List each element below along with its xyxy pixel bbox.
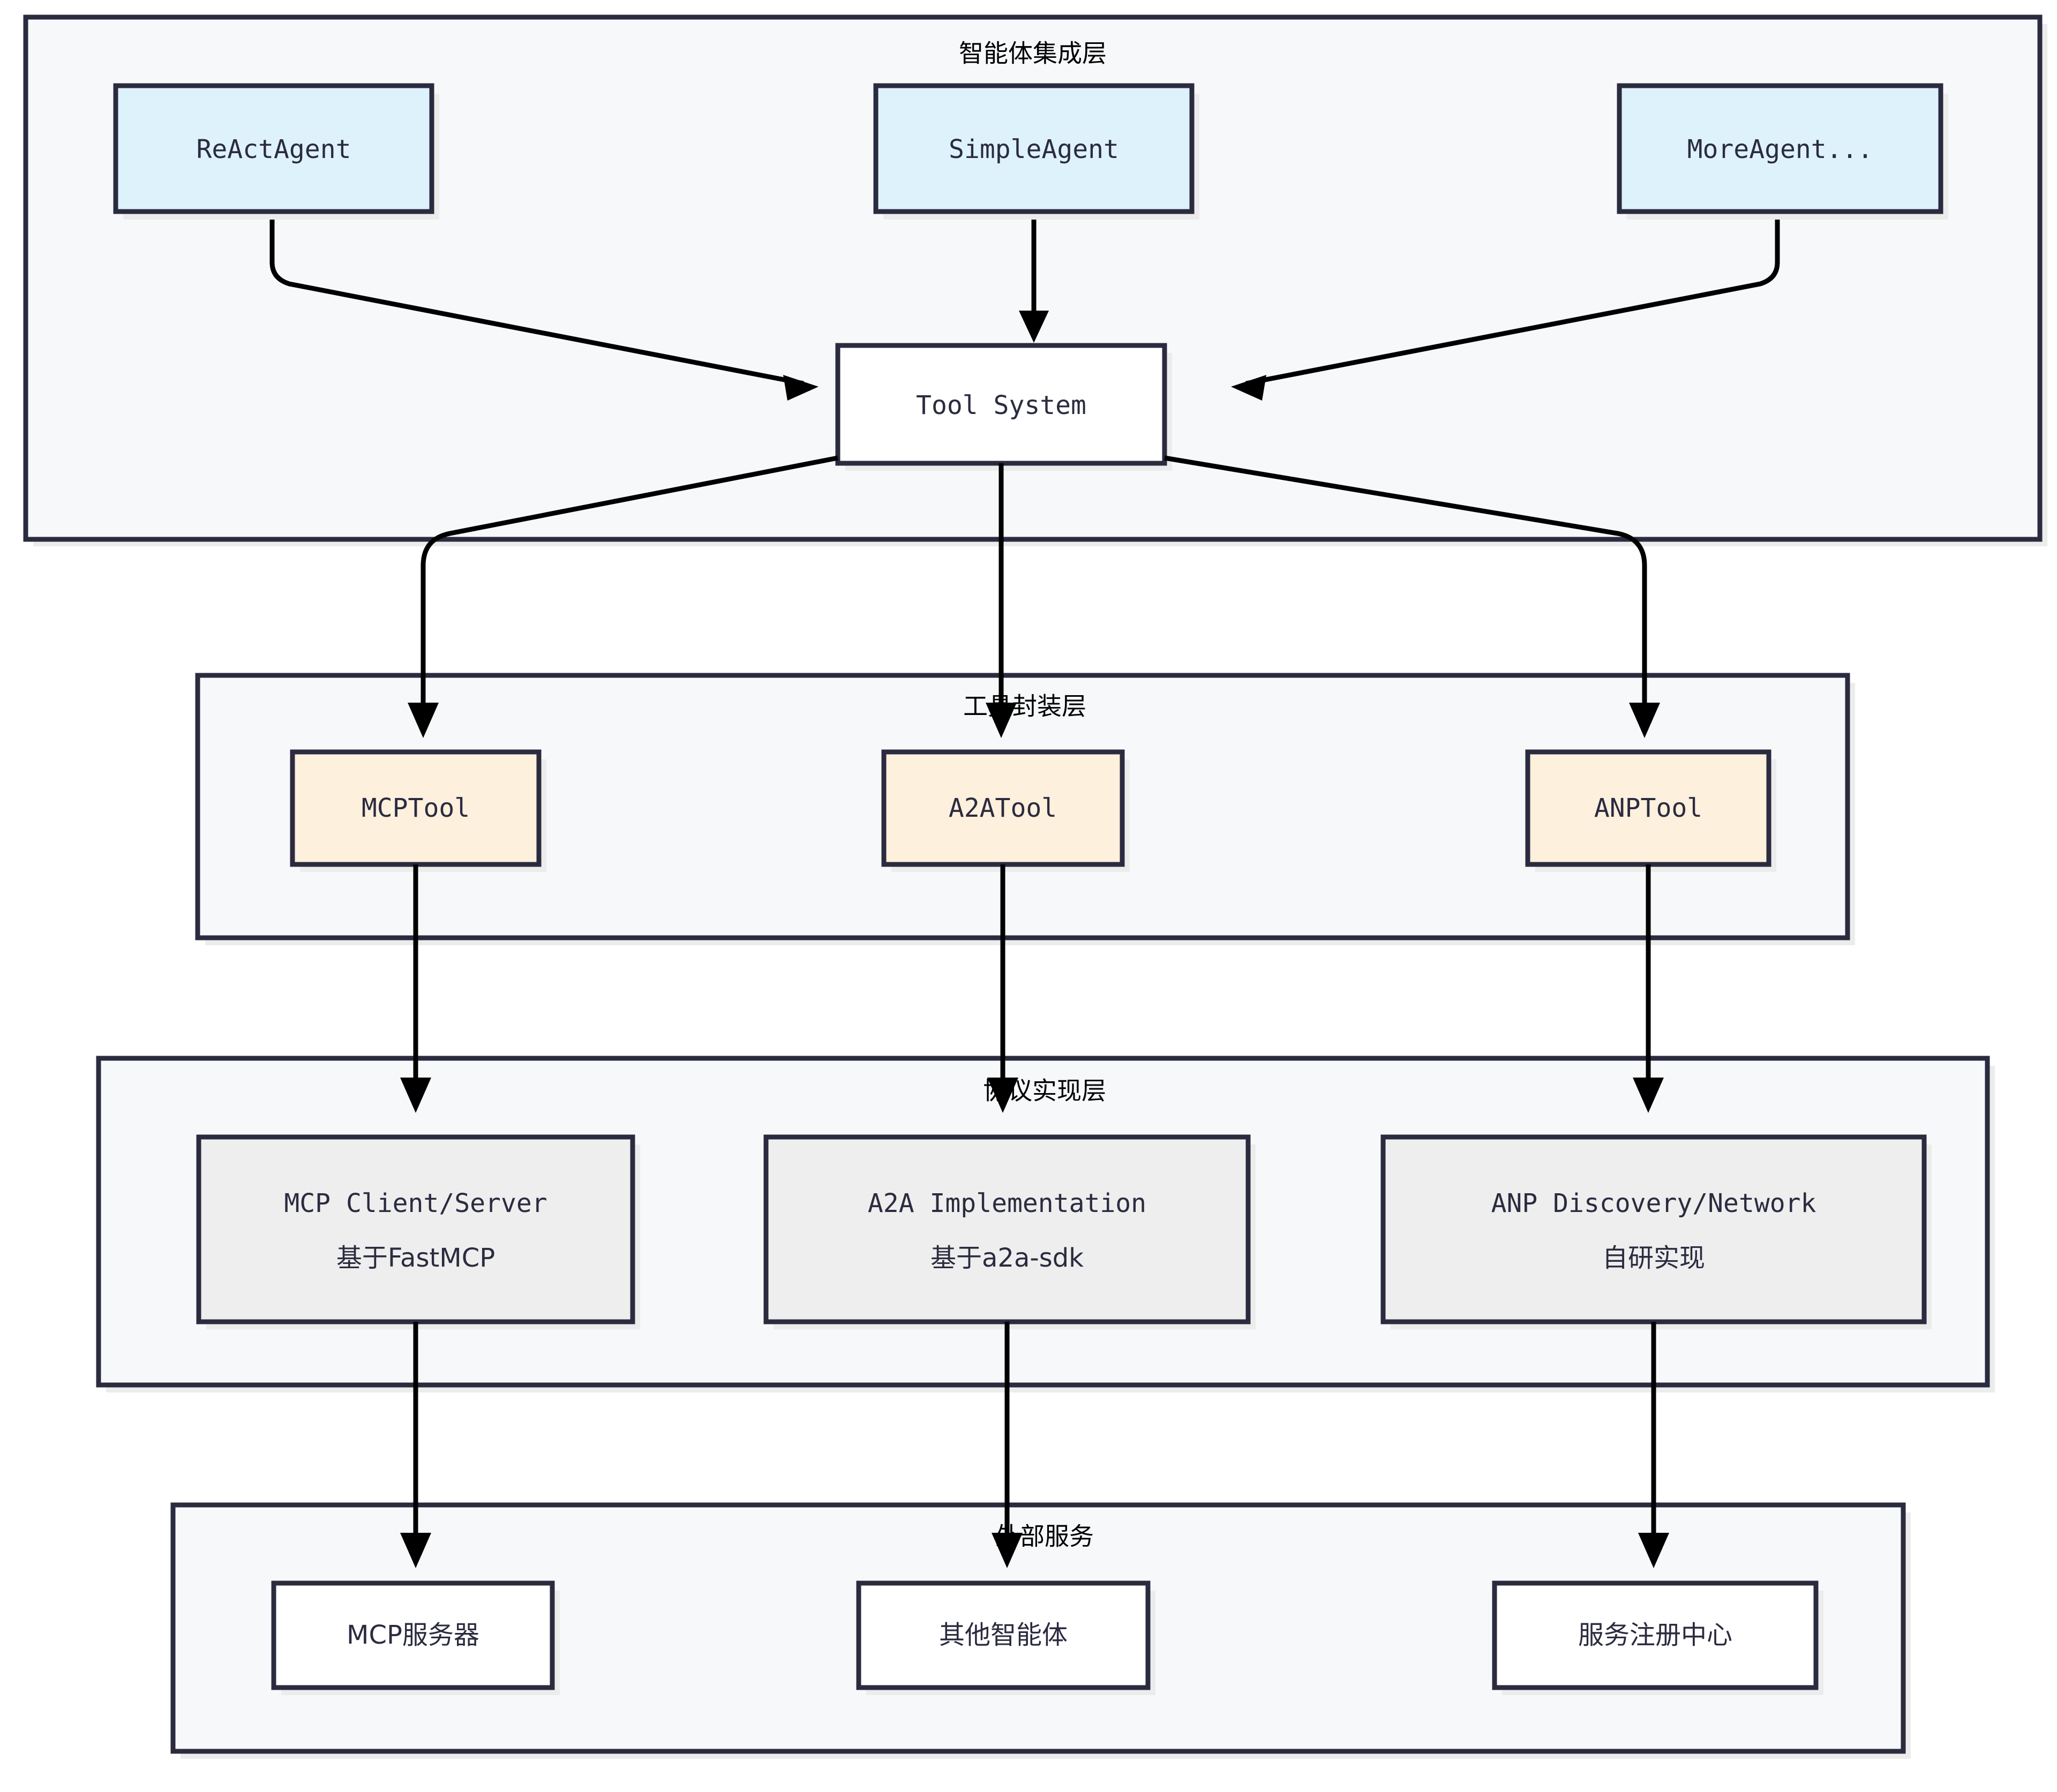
node-mcp-server-label: MCP服务器: [347, 1620, 479, 1650]
node-anp-tool-label: ANPTool: [1594, 793, 1702, 823]
edge-tool-system-to-a2a-tool-arrowhead: [986, 703, 1017, 738]
edges-tool-system-to-wrappers: [408, 455, 1660, 738]
node-more-agent[interactable]: MoreAgent...: [1617, 83, 1948, 220]
edge-anp-tool-to-anp-impl-arrowhead: [1633, 1078, 1664, 1113]
node-registry[interactable]: 服务注册中心: [1492, 1580, 1823, 1695]
node-mcp-server[interactable]: MCP服务器: [271, 1580, 560, 1695]
node-anp-impl[interactable]: ANP Discovery/Network 自研实现: [1380, 1134, 1932, 1329]
edge-tool-system-to-anp-tool-arrowhead: [1629, 703, 1660, 738]
node-more-agent-rect[interactable]: [1617, 83, 1943, 214]
node-mcp-impl-label-line1: MCP Client/Server: [284, 1188, 547, 1218]
node-simple-agent-rect[interactable]: [873, 83, 1195, 214]
node-mcp-impl[interactable]: MCP Client/Server 基于FastMCP: [196, 1134, 640, 1329]
edge-a2a-tool-to-a2a-impl-arrowhead: [987, 1078, 1018, 1113]
edge-mcp-tool-to-mcp-impl-arrowhead: [400, 1078, 431, 1113]
cluster-wrapper-layer-label: 工具封装层: [963, 692, 1086, 721]
node-a2a-impl-rect[interactable]: [763, 1134, 1251, 1324]
node-mcp-tool[interactable]: MCPTool: [290, 749, 546, 872]
node-other-agents[interactable]: 其他智能体: [856, 1580, 1155, 1695]
node-a2a-impl-label-line2: 基于a2a-sdk: [930, 1243, 1084, 1273]
edges-agent-layer: [269, 210, 1780, 401]
node-anp-tool-rect[interactable]: [1525, 749, 1771, 867]
node-a2a-impl[interactable]: A2A Implementation 基于a2a-sdk: [763, 1134, 1256, 1329]
node-anp-tool[interactable]: ANPTool: [1525, 749, 1776, 872]
node-mcp-tool-rect[interactable]: [290, 749, 542, 867]
node-registry-rect[interactable]: [1492, 1580, 1819, 1690]
node-anp-impl-rect[interactable]: [1380, 1134, 1927, 1324]
node-a2a-tool-rect[interactable]: [881, 749, 1125, 867]
node-react-agent-rect[interactable]: [113, 83, 434, 214]
node-a2a-tool[interactable]: A2ATool: [881, 749, 1130, 872]
node-anp-impl-label-line1: ANP Discovery/Network: [1491, 1188, 1816, 1218]
edge-simple-agent-to-tool-system-arrowhead: [1019, 311, 1049, 343]
edges-wrappers-to-impls: [400, 864, 1664, 1113]
node-react-agent-label: ReActAgent: [197, 134, 351, 164]
cluster-agent-layer-label: 智能体集成层: [959, 39, 1107, 68]
node-simple-agent[interactable]: SimpleAgent: [873, 83, 1199, 220]
node-anp-impl-label-line2: 自研实现: [1602, 1243, 1705, 1273]
node-mcp-impl-label-line2: 基于FastMCP: [336, 1243, 495, 1273]
edge-tool-system-to-anp-tool: [1164, 455, 1647, 718]
node-registry-label: 服务注册中心: [1578, 1620, 1732, 1650]
edge-more-agent-to-tool-system-arrowhead: [1231, 375, 1266, 401]
node-mcp-server-rect[interactable]: [271, 1580, 555, 1690]
node-other-agents-label: 其他智能体: [939, 1620, 1068, 1650]
edge-mcp-impl-to-mcp-server-arrowhead: [400, 1533, 431, 1568]
edge-tool-system-to-mcp-tool-arrowhead: [408, 703, 439, 738]
edge-anp-impl-to-registry-arrowhead: [1638, 1533, 1669, 1568]
node-a2a-tool-label: A2ATool: [949, 793, 1057, 823]
node-simple-agent-label: SimpleAgent: [949, 134, 1119, 164]
edge-more-agent-to-tool-system: [1245, 210, 1780, 386]
node-a2a-impl-label-line1: A2A Implementation: [868, 1188, 1146, 1218]
node-react-agent[interactable]: ReActAgent: [113, 83, 439, 220]
node-mcp-impl-rect[interactable]: [196, 1134, 635, 1324]
node-tool-system[interactable]: Tool System: [835, 343, 1172, 471]
edge-react-agent-to-tool-system-arrowhead: [783, 375, 819, 401]
node-tool-system-label: Tool System: [916, 390, 1086, 420]
edge-tool-system-to-mcp-tool: [421, 455, 838, 718]
node-mcp-tool-label: MCPTool: [362, 793, 470, 823]
node-tool-system-rect[interactable]: [835, 343, 1167, 466]
edge-react-agent-to-tool-system: [269, 210, 804, 386]
node-other-agents-rect[interactable]: [856, 1580, 1151, 1690]
node-more-agent-label: MoreAgent...: [1687, 134, 1873, 164]
edge-a2a-impl-to-other-agents-arrowhead: [992, 1533, 1023, 1568]
edges-impls-to-external: [400, 1322, 1669, 1568]
